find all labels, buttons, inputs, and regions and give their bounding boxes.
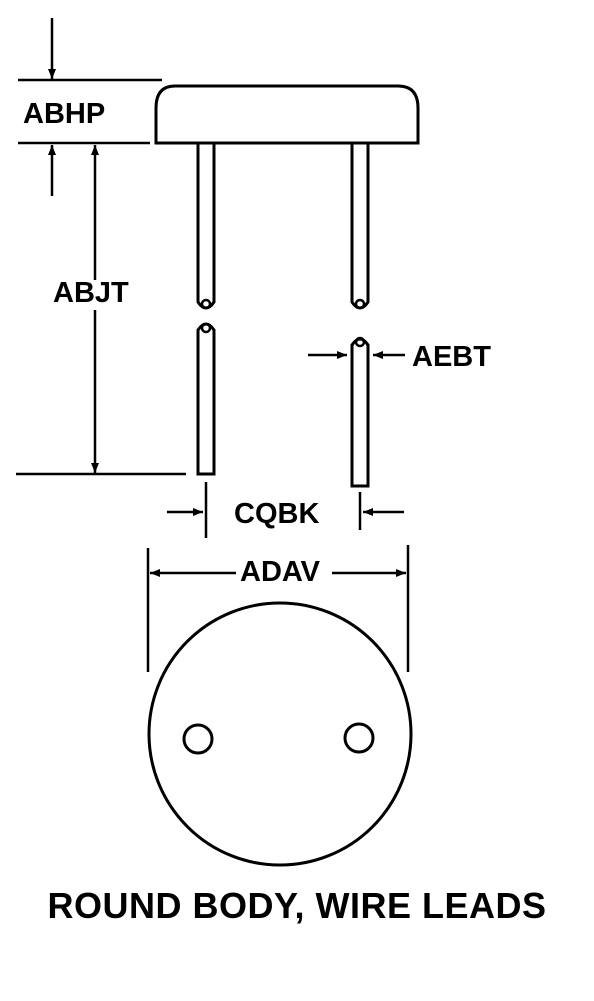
lead-break-left-bottom bbox=[200, 322, 212, 334]
lead-right-upper bbox=[350, 143, 370, 310]
dimension-label-lead-length: ABJT bbox=[53, 277, 129, 309]
component-body-end-view bbox=[147, 601, 413, 867]
lead-break-left-top bbox=[200, 298, 212, 310]
component-body-side-view bbox=[154, 84, 420, 145]
dimension-label-body-height: ABHP bbox=[23, 98, 106, 130]
dimension-label-lead-spacing: CQBK bbox=[234, 498, 320, 530]
lead-hole-right bbox=[343, 722, 375, 754]
diagram-title: ROUND BODY, WIRE LEADS bbox=[47, 885, 547, 926]
dimension-label-body-diameter: ADAV bbox=[238, 556, 323, 588]
lead-hole-left bbox=[182, 723, 214, 755]
lead-left-upper bbox=[196, 143, 216, 310]
dimension-label-lead-diameter: AEBT bbox=[412, 341, 491, 373]
lead-break-right-top bbox=[354, 298, 366, 310]
lead-left-lower bbox=[196, 322, 216, 476]
lead-right-lower bbox=[350, 337, 370, 488]
lead-break-right-bottom bbox=[354, 336, 366, 348]
